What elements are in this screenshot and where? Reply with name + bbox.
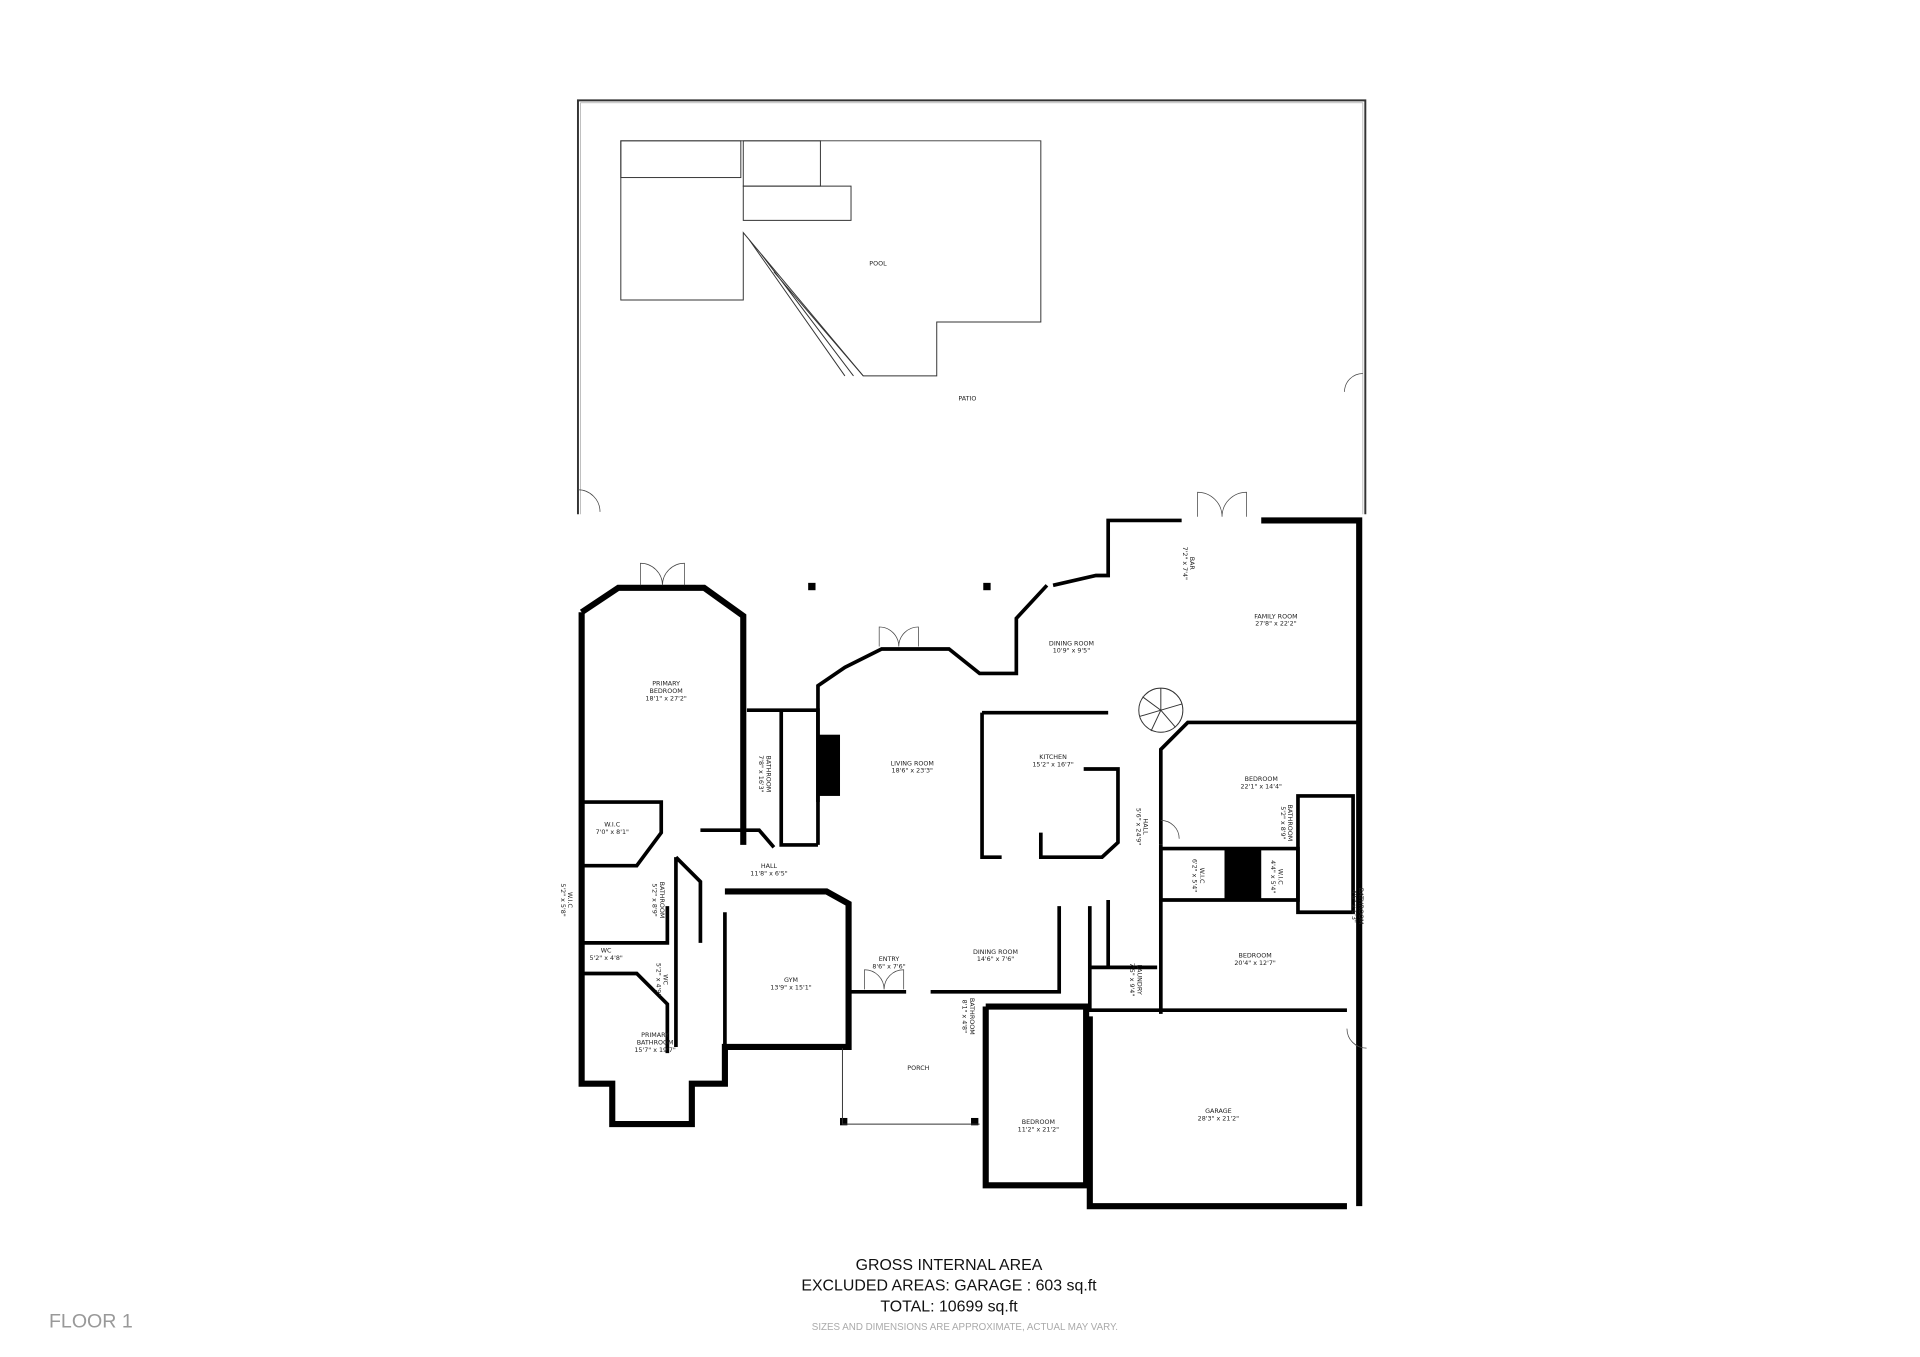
room-label-bathroom-3: BATHROOM: [1357, 888, 1364, 925]
room-dims-wic-2: 4'4" x 5'4": [1269, 860, 1276, 893]
room-dims-bathroom-1: 7'8" x 16'3": [757, 755, 764, 792]
room-dims-wic-3: 7'0" x 8'1": [596, 829, 629, 836]
room-label-garage: GARAGE: [1205, 1108, 1232, 1115]
room-label-bathroom-1: BATHROOM: [765, 755, 772, 792]
room-dims-bedroom-2: 20'4" x 12'7": [1234, 960, 1276, 967]
room-label-porch: PORCH: [907, 1065, 929, 1072]
room-label-wic-4: W.I.C: [566, 892, 573, 908]
room-label-patio: PATIO: [958, 395, 976, 402]
room-dims-entry: 8'6" x 7'6": [872, 964, 905, 971]
room-label-living-room: LIVING ROOM: [891, 760, 934, 767]
room-dims-family-room: 27'8" x 22'2": [1255, 621, 1297, 628]
room-label-wc-2: WC: [662, 974, 669, 985]
room-dims-gym: 13'9" x 15'1": [770, 984, 812, 991]
room-label-family-room: FAMILY ROOM: [1254, 613, 1297, 620]
room-dims-bathroom-2: 5'2" x 8'9": [1279, 806, 1286, 839]
room-dims-bedroom-3: 11'2" x 21'2": [1018, 1126, 1060, 1133]
columns: [808, 582, 991, 1126]
floor-label: FLOOR 1: [49, 1310, 133, 1332]
room-dims-bathroom-4: 5'2" x 8'9": [651, 883, 658, 916]
room-dims-dining-room-1: 10'9" x 9'5": [1053, 648, 1090, 655]
doors: [640, 491, 1367, 1049]
room-dims-hall-1: 5'6" x 24'9": [1134, 808, 1141, 845]
room-label-wic-1: W.I.C: [1198, 868, 1205, 884]
room-dims-bar: 7'2" x 7'4": [1181, 547, 1188, 580]
room-label-laundry: LAUNDRY: [1136, 964, 1143, 994]
room-label-wic-2: W.I.C: [1276, 869, 1283, 885]
room-label-bar: BAR: [1188, 557, 1195, 571]
room-label-bathroom-2: BATHROOM: [1286, 804, 1293, 841]
room-label-wic-3: W.I.C: [604, 822, 620, 829]
room-label-primary-bedroom: PRIMARY: [652, 681, 680, 688]
room-dims-kitchen: 15'2" x 16'7": [1032, 762, 1074, 769]
room-dims-living-room: 18'6" x 23'3": [892, 768, 934, 775]
patio-boundary: [576, 99, 1367, 515]
room-dims-wic-4: 5'2" x 5'8": [559, 883, 566, 916]
room-label-bedroom-1: BEDROOM: [1245, 776, 1278, 783]
summary-excluded: EXCLUDED AREAS: GARAGE : 603 sq.ft: [801, 1278, 1097, 1295]
room-label-bathroom-4: BATHROOM: [658, 882, 665, 919]
room-dims-wc-1: 5'2" x 4'8": [589, 955, 622, 962]
room-label-dining-room-1: DINING ROOM: [1049, 640, 1094, 647]
room-dims-primary-bathroom: 15'7" x 19'7": [634, 1047, 676, 1054]
room-dims-hall-2: 11'8" x 6'5": [750, 871, 787, 878]
room-label-entry: ENTRY: [879, 956, 900, 963]
room-label-hall-1: HALL: [1142, 818, 1149, 835]
room-label-gym: GYM: [784, 977, 798, 984]
walls: [578, 517, 1363, 1210]
room-label-bedroom-2: BEDROOM: [1239, 953, 1272, 960]
room-labels: POOL PATIO PRIMARY BEDROOM 18'1" x 27'2"…: [559, 261, 1364, 1134]
room-dims-bathroom-3: 4'6" x 6'3": [1350, 889, 1357, 922]
summary-title: GROSS INTERNAL AREA: [856, 1257, 1043, 1274]
room-label-hall-2: HALL: [761, 863, 778, 870]
room-dims-primary-bedroom: 18'1" x 27'2": [645, 695, 687, 702]
room-dims-dining-room-2: 14'6" x 7'6": [977, 956, 1014, 963]
room-label-bathroom-5: BATHROOM: [968, 998, 975, 1035]
room-dims-bathroom-5: 8'1" x 4'8": [960, 1000, 967, 1033]
room-dims-wc-2: 5'2" x 4'9": [654, 963, 661, 996]
room-dims-wic-1: 6'2" x 5'4": [1191, 859, 1198, 892]
summary-disclaimer: SIZES AND DIMENSIONS ARE APPROXIMATE, AC…: [812, 1322, 1118, 1333]
room-dims-laundry: 7'5" x 9'4": [1128, 963, 1135, 996]
room-dims-bedroom-1: 22'1" x 14'4": [1241, 784, 1283, 791]
room-label-primary-bathroom-line2: BATHROOM: [637, 1039, 674, 1046]
room-label-primary-bedroom-line2: BEDROOM: [650, 688, 683, 695]
summary-total: TOTAL: 10699 sq.ft: [880, 1298, 1018, 1315]
room-label-primary-bathroom: PRIMARY: [641, 1032, 669, 1039]
room-label-kitchen: KITCHEN: [1039, 754, 1067, 761]
room-label-bedroom-3: BEDROOM: [1022, 1119, 1055, 1126]
room-dims-garage: 28'3" x 21'2": [1198, 1115, 1240, 1122]
room-label-dining-room-2: DINING ROOM: [973, 949, 1018, 956]
spiral-staircase: [1138, 687, 1184, 733]
pool-outline: [620, 140, 1042, 377]
room-label-pool: POOL: [869, 261, 887, 268]
room-label-wc-1: WC: [601, 948, 612, 955]
